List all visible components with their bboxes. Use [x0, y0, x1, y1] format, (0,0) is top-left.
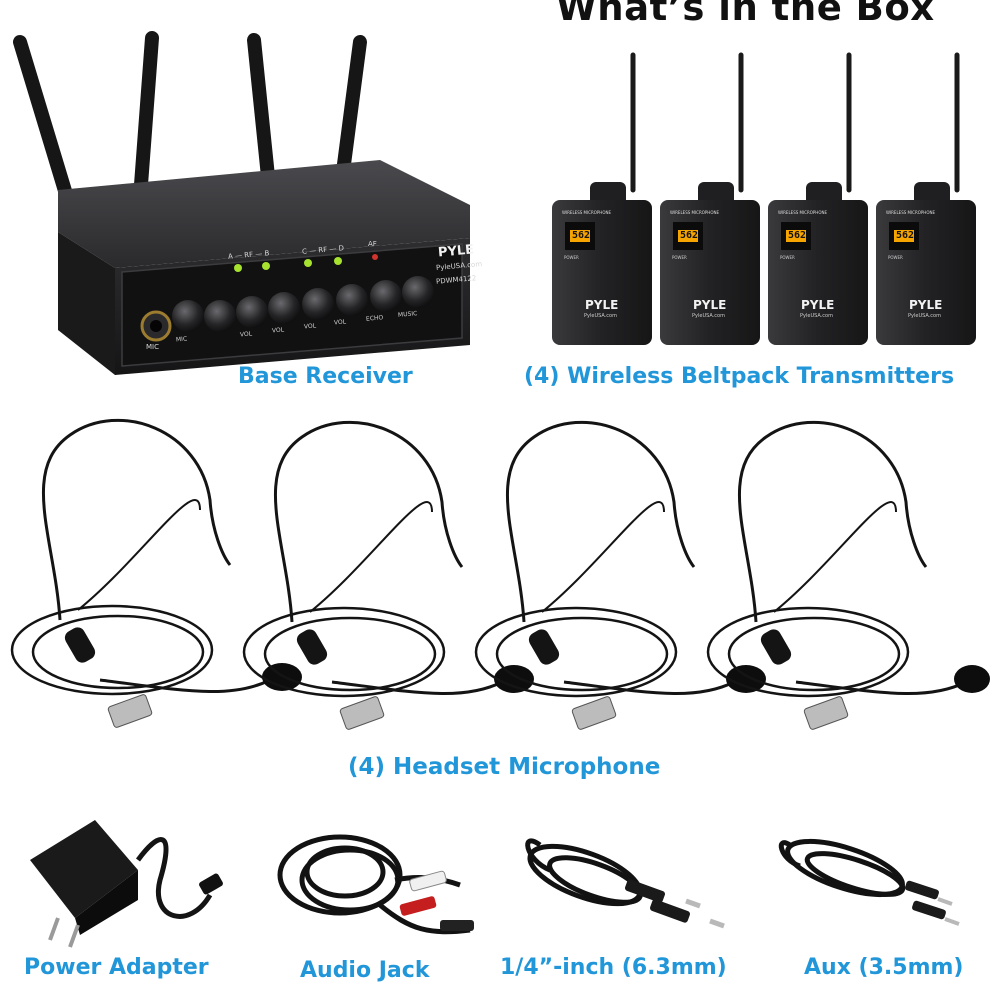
aux-cable	[778, 838, 960, 926]
headset-1	[10, 418, 302, 728]
quarter-inch-cable	[525, 838, 725, 929]
knob-label: MIC	[175, 335, 188, 344]
beltpack-display: 562	[680, 230, 699, 241]
beltpack-transmitters-label: (4) Wireless Beltpack Transmitters	[524, 364, 955, 389]
beltpack-site: PyleUSA.com	[584, 313, 617, 319]
quarter-inch-cable-label: 1/4”-inch (6.3mm)	[500, 955, 727, 980]
beltpack-top-text: WIRELESS MICROPHONE	[670, 210, 719, 215]
knob-label: VOL	[271, 326, 285, 335]
beltpack-top-text: WIRELESS MICROPHONE	[778, 210, 827, 215]
beltpack-power: POWER	[780, 255, 795, 260]
aux-cable-label: Aux (3.5mm)	[804, 955, 964, 980]
beltpack-1	[552, 52, 652, 345]
beltpack-power: POWER	[888, 255, 903, 260]
base-receiver	[13, 31, 470, 375]
base-receiver-label: Base Receiver	[238, 364, 413, 389]
beltpack-3	[768, 52, 868, 345]
beltpack-site: PyleUSA.com	[800, 313, 833, 319]
power-adapter-label: Power Adapter	[24, 955, 209, 980]
beltpack-display: 562	[896, 230, 915, 241]
knob-label: ECHO	[365, 314, 384, 323]
beltpack-brand: PYLE	[801, 298, 835, 312]
headset-4	[706, 420, 990, 730]
knob-label: VOL	[333, 318, 347, 327]
beltpack-power: POWER	[672, 255, 687, 260]
knob-label: VOL	[239, 330, 253, 339]
beltpack-display: 562	[788, 230, 807, 241]
receiver-brand: PYLE	[437, 242, 475, 261]
power-adapter	[30, 820, 223, 948]
beltpack-transmitters	[552, 52, 976, 345]
receiver-mic-label: MIC	[146, 343, 159, 351]
beltpack-brand: PYLE	[585, 298, 619, 312]
headset-microphones	[10, 418, 990, 730]
beltpack-top-text: WIRELESS MICROPHONE	[886, 210, 935, 215]
headset-3	[474, 420, 766, 730]
page-heading: What’s in the Box	[556, 0, 935, 29]
beltpack-brand: PYLE	[693, 298, 727, 312]
beltpack-site: PyleUSA.com	[692, 313, 725, 319]
receiver-af: AF	[368, 240, 377, 248]
knob-label: VOL	[303, 322, 317, 331]
audio-jack-label: Audio Jack	[300, 958, 430, 983]
beltpack-display: 562	[572, 230, 591, 241]
beltpack-site: PyleUSA.com	[908, 313, 941, 319]
audio-jack-cable	[277, 834, 474, 935]
beltpack-top-text: WIRELESS MICROPHONE	[562, 210, 611, 215]
beltpack-2	[660, 52, 760, 345]
beltpack-power: POWER	[564, 255, 579, 260]
beltpack-4	[876, 52, 976, 345]
headset-2	[242, 420, 534, 730]
headset-microphone-label: (4) Headset Microphone	[348, 754, 661, 780]
beltpack-brand: PYLE	[909, 298, 943, 312]
